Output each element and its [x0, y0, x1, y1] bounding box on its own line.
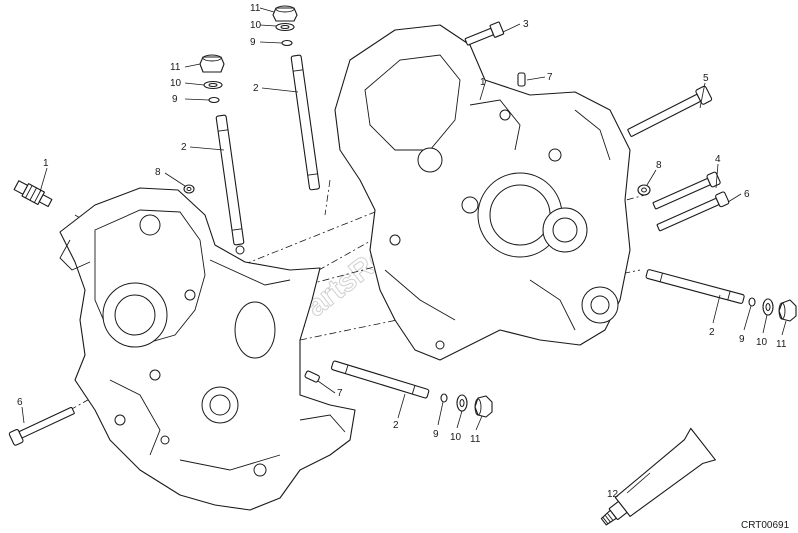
callout-1: 1: [43, 158, 49, 169]
part-5-bolt: [627, 85, 713, 137]
callout-7-lower: 7: [337, 388, 343, 399]
callout-10-left: 10: [170, 78, 182, 89]
callout-5: 5: [703, 73, 709, 84]
callout-6-left: 6: [17, 397, 23, 408]
drawing-code: CRT00691: [741, 520, 790, 531]
callout-labels: 1 11 10 9 2 11 10 9 2 8 3 7 1 5 4 6 8 6 …: [17, 3, 787, 500]
part-6-bolt-left: [8, 406, 75, 446]
callout-9-top: 9: [250, 37, 256, 48]
part-4-bolt: [652, 171, 721, 210]
callout-9-mid: 9: [433, 429, 439, 440]
part-6-bolt-right: [656, 191, 730, 232]
leader-lines: [21, 7, 787, 494]
callout-10-top: 10: [250, 20, 262, 31]
stack-middle: [440, 393, 493, 418]
stack-top: [272, 5, 298, 47]
callout-3: 3: [523, 19, 529, 30]
stack-left: [199, 54, 225, 104]
callout-11-mid: 11: [470, 434, 481, 445]
part-12-sealant-tube: [600, 427, 716, 526]
callout-9-right: 9: [739, 334, 745, 345]
callout-8-left: 8: [155, 167, 161, 178]
callout-4: 4: [715, 154, 721, 165]
part-7-dowels: [304, 72, 526, 383]
callout-11-left: 11: [170, 62, 181, 73]
part-3-bolt: [464, 21, 505, 46]
part-8-seals: [183, 184, 651, 196]
callout-9-left: 9: [172, 94, 178, 105]
callout-2-top: 2: [253, 83, 259, 94]
callout-12: 12: [607, 489, 619, 500]
callout-2-right: 2: [709, 327, 715, 338]
callout-10-right: 10: [756, 337, 768, 348]
callout-1-case: 1: [480, 77, 486, 88]
callout-11-right: 11: [776, 339, 787, 350]
callout-2-left: 2: [181, 142, 187, 153]
part-1-plug: [13, 180, 53, 208]
stack-right: [748, 297, 797, 322]
callout-11-top: 11: [250, 3, 261, 14]
callout-8-right: 8: [656, 160, 662, 171]
callout-10-mid: 10: [450, 432, 462, 443]
right-crankcase-half: [334, 24, 631, 361]
left-crankcase-half: [59, 187, 356, 511]
callout-6-right: 6: [744, 189, 750, 200]
callout-7-top: 7: [547, 72, 553, 83]
callout-2-mid: 2: [393, 420, 399, 431]
